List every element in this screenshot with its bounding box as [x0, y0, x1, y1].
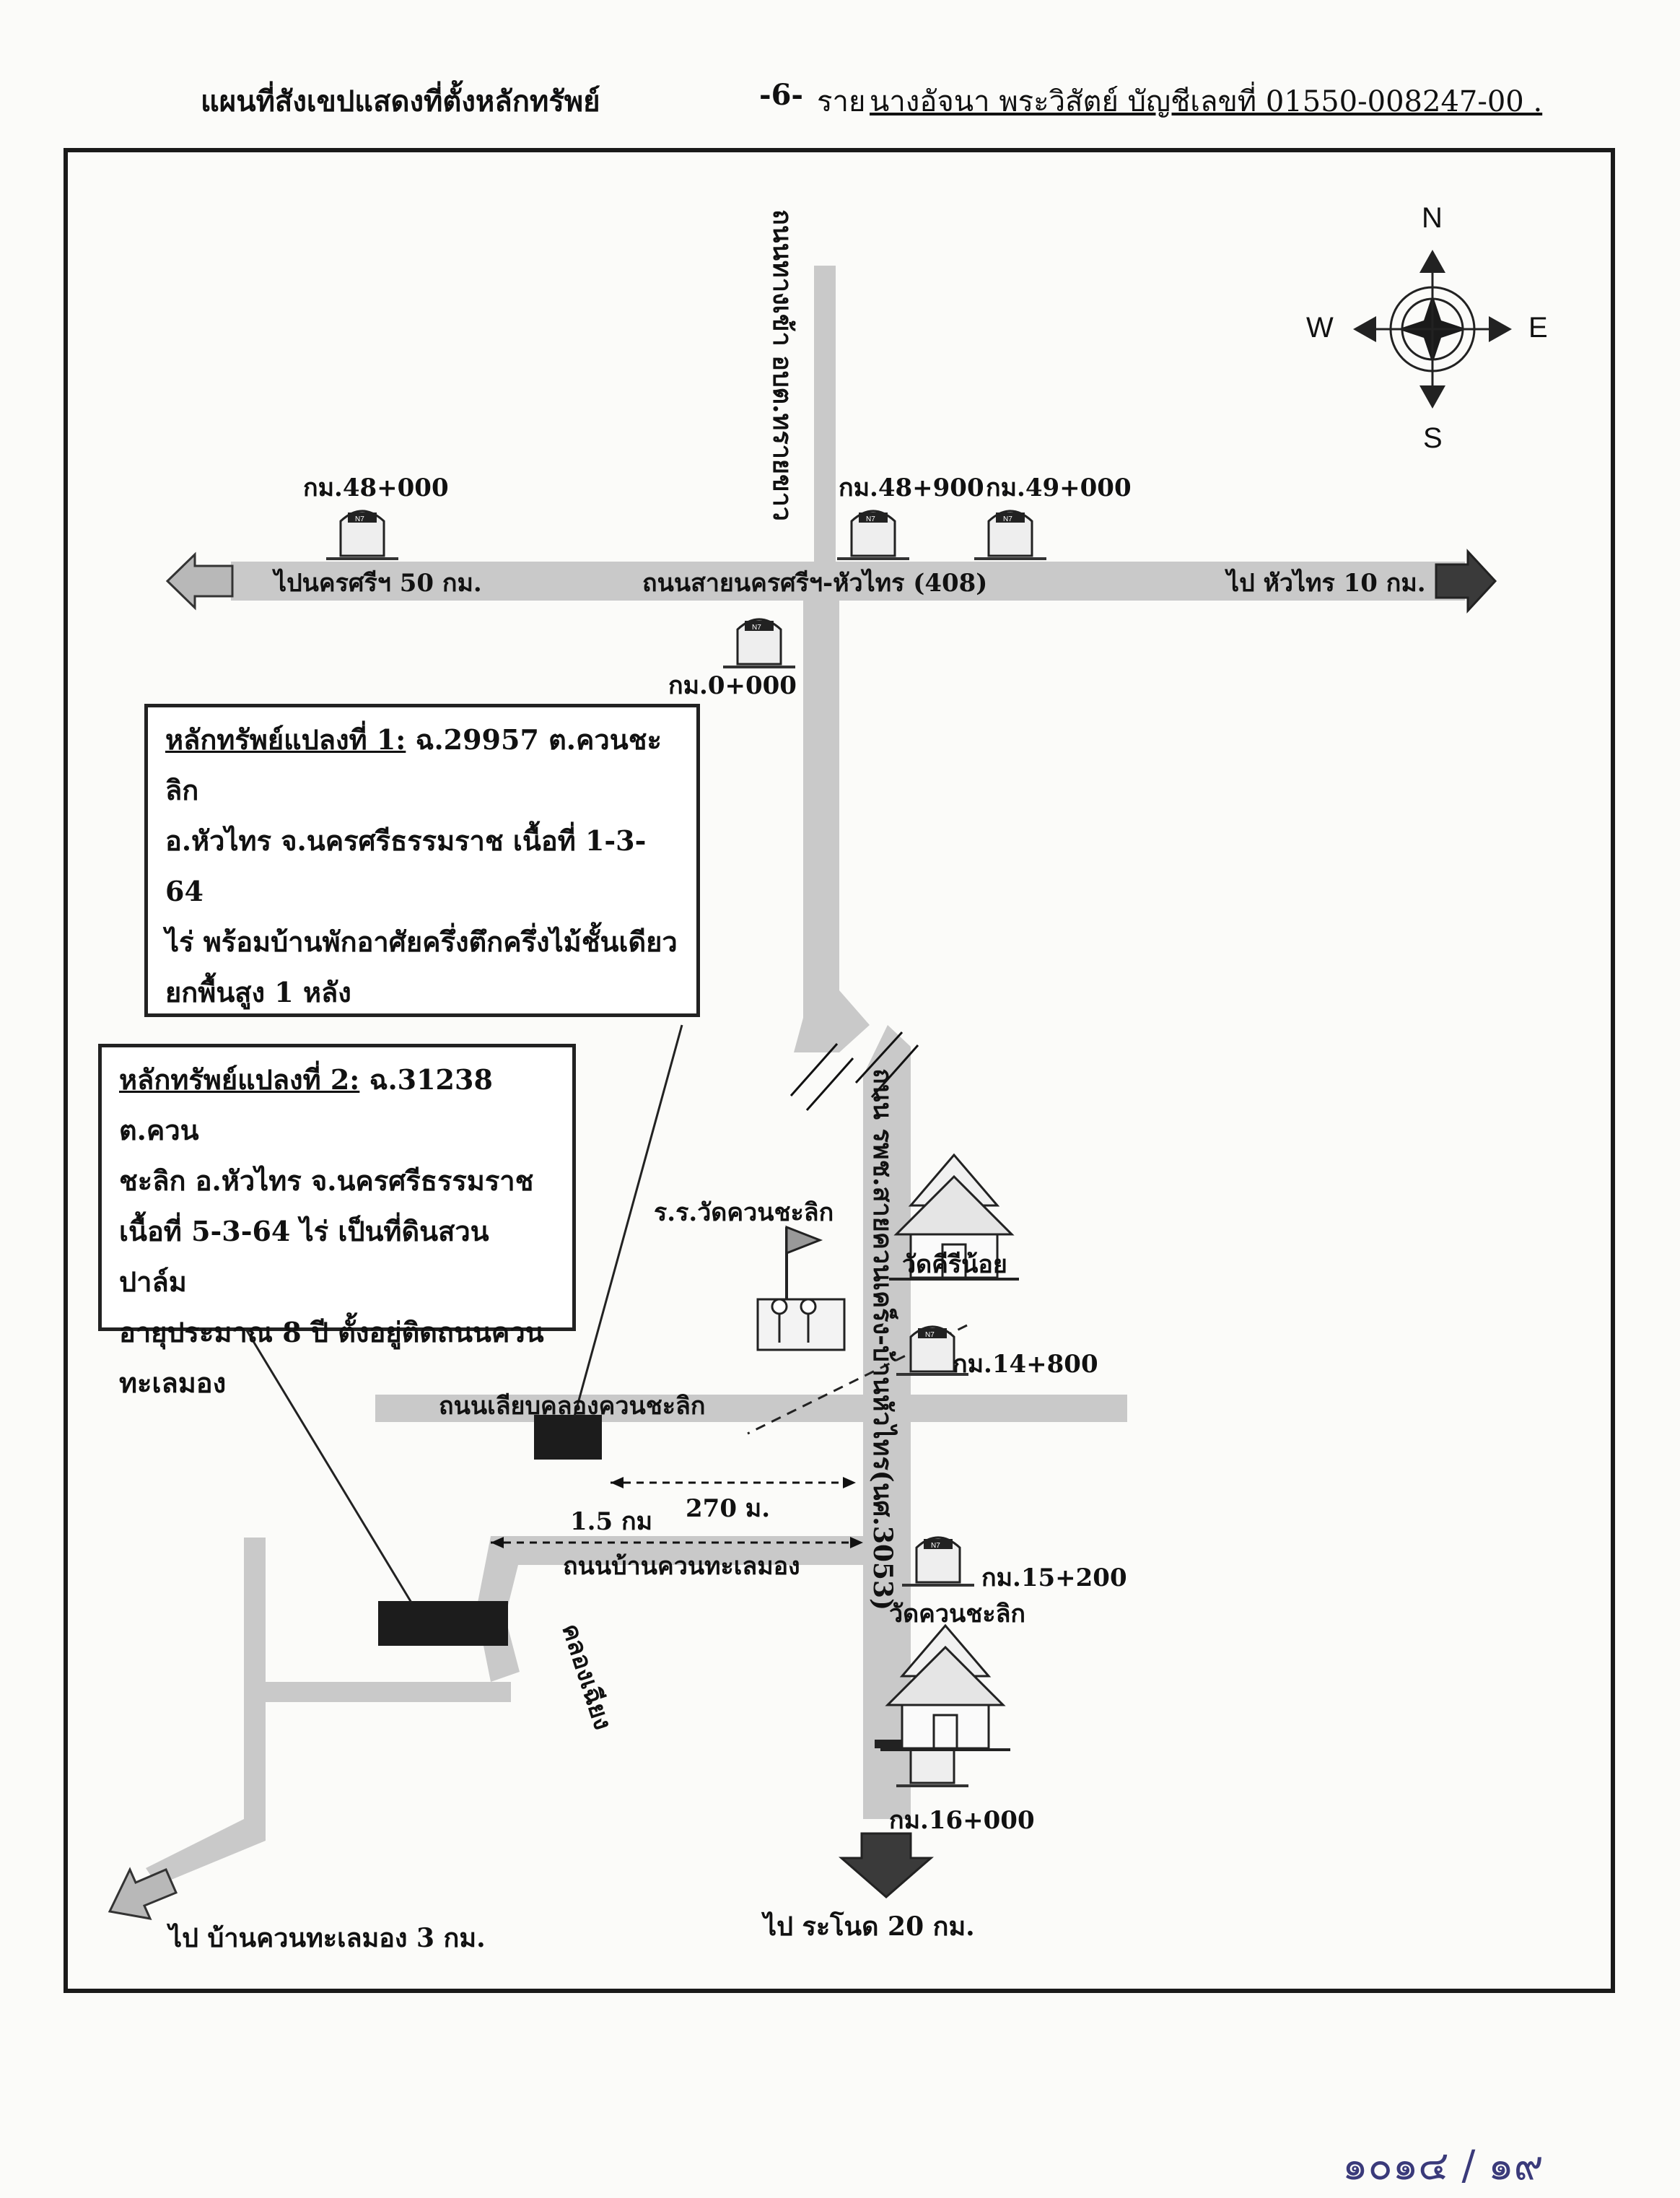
owner-prefix: ราย [817, 85, 866, 118]
km-post: N7 [326, 510, 398, 560]
compass-west: W [1306, 312, 1334, 344]
school-icon [756, 1225, 846, 1351]
direction-east-label: ไป หัวไทร 10 กม. [1227, 569, 1426, 598]
road-west [244, 1538, 266, 1841]
dim-arrow-head [850, 1537, 863, 1548]
arrow-west [165, 551, 234, 611]
main-road-label: ถนนสายนครศรีฯ-หัวไทร (408) [642, 569, 988, 598]
km-post: N7 [837, 510, 909, 560]
road-canal [375, 1395, 1127, 1422]
road-sw-spur [146, 1819, 266, 1885]
road-south-upper [794, 581, 870, 1052]
km-post: N7 [974, 510, 1046, 560]
page-number: -6- [759, 78, 804, 112]
road-network [146, 266, 1465, 1885]
map-title: แผนที่สังเขปแสดงที่ตั้งหลักทรัพย์ [201, 84, 600, 118]
temple-kirinoi-label: วัดคีรีน้อย [902, 1250, 1007, 1279]
parcel-1-line3: ไร่ พร้อมบ้านพักอาศัยครึ่งตึกครึ่งไม้ชั้… [165, 925, 678, 958]
svg-text:N7: N7 [931, 1542, 940, 1550]
road-break-line [805, 1057, 854, 1111]
km-15-200-label: กม.15+200 [981, 1564, 1127, 1592]
km-post: N7 [896, 1325, 968, 1376]
km-0-label: กม.0+000 [668, 671, 797, 700]
compass-east: E [1528, 312, 1548, 344]
km-48-label: กม.48+000 [303, 474, 449, 502]
km-post: N7 [723, 618, 795, 668]
map-frame [64, 148, 1615, 1993]
km-49-label: กม.49+000 [986, 474, 1132, 502]
road-break-line [789, 1043, 839, 1096]
km-48-900-label: กม.48+900 [839, 474, 984, 502]
parcel-2-leader [244, 1327, 413, 1603]
compass-north: N [1422, 202, 1443, 234]
compass-south: S [1423, 422, 1443, 454]
parcel-2-line3: เนื้อที่ 5-3-64 ไร่ เป็นที่ดินสวนปาล์ม [119, 1215, 489, 1298]
parcel-2-line5: ทะเลมอง [119, 1366, 227, 1399]
svg-text:N7: N7 [866, 515, 875, 523]
school-label: ร.ร.วัดควนชะลิก [654, 1198, 834, 1227]
dim-arrow-head [611, 1477, 624, 1488]
parcel-1-leader [573, 1024, 683, 1417]
arrow-east [1435, 549, 1497, 614]
road-north-branch [814, 266, 836, 580]
parcel-1-title: หลักทรัพย์แปลงที่ 1: [165, 723, 406, 756]
distance-270-label: 270 ม. [686, 1494, 771, 1523]
parcel-2-line2: ชะลิก อ.หัวไทร จ.นครศรีธรรมราช [119, 1164, 534, 1197]
direction-west-label: ไปนครศรีฯ 50 กม. [274, 569, 482, 598]
parcel-1-block [534, 1415, 602, 1460]
direction-southwest-label: ไป บ้านควนทะเลมอง 3 กม. [169, 1923, 486, 1953]
road-break-line [870, 1045, 919, 1098]
distance-15-label: 1.5 กม [570, 1507, 652, 1536]
village-road-label: ถนนบ้านควนทะเลมอง [563, 1552, 800, 1581]
road-break-line [854, 1031, 904, 1084]
direction-south-label: ไป ระโนด 20 กม. [764, 1911, 975, 1942]
road-west-link [266, 1682, 511, 1702]
south-road-label: ถนน รพช.สายควนเคร็ง-บ้านหัวไทร(นศ.3053) [867, 1068, 898, 1611]
arrow-south [838, 1832, 935, 1898]
km-16-label: กม.16+000 [889, 1806, 1035, 1835]
parcel-2-line4: อายุประมาณ 8 ปี ตั้งอยู่ติดถนนควน [119, 1316, 544, 1348]
road-main [231, 562, 1465, 601]
dim-arrow-head [491, 1537, 504, 1548]
temple-icon [880, 1623, 1010, 1751]
temple-khuanchalik-label: วัดควนชะลิก [889, 1600, 1026, 1628]
handwritten-note: ๑๐๑๔ / ๑๙ [1342, 2142, 1544, 2189]
owner-account: นางอัจนา พระวิสัตย์ บัญชีเลขที่ 01550-00… [870, 85, 1543, 118]
north-branch-road-label: ถนนทางเข้า อบต.ทรายขาว [767, 209, 797, 521]
parcel-2-infobox: หลักทรัพย์แปลงที่ 2: ฉ.31238 ต.ควน ชะลิก… [98, 1044, 576, 1399]
svg-text:N7: N7 [1003, 515, 1012, 523]
km-post: N7 [902, 1536, 974, 1587]
canal-road-label: ถนนเลียบคลองควนชะลิก [439, 1392, 706, 1421]
parcel-1-line1: ฉ.29957 ต.ควนชะลิก [165, 723, 662, 806]
parcel-1-line4: ยกพื้นสูง 1 หลัง [165, 976, 351, 1008]
svg-text:N7: N7 [355, 515, 364, 523]
svg-text:N7: N7 [752, 624, 761, 632]
temple-icon [889, 1153, 1019, 1281]
parcel-2-line1: ฉ.31238 ต.ควน [119, 1063, 493, 1146]
arrow-southwest [108, 1867, 178, 1920]
parcel-2-title: หลักทรัพย์แปลงที่ 2: [119, 1063, 360, 1096]
parcel-1-infobox: หลักทรัพย์แปลงที่ 1: ฉ.29957 ต.ควนชะลิก … [144, 704, 700, 1017]
compass-rose [1353, 250, 1512, 409]
dim-arrow-head [843, 1477, 856, 1488]
parcel-2-block [378, 1601, 508, 1646]
km-14-800-label: กม.14+800 [953, 1350, 1098, 1379]
parcel-1-line2: อ.หัวไทร จ.นครศรีธรรมราช เนื้อที่ 1-3-64 [165, 824, 647, 907]
svg-text:N7: N7 [925, 1331, 935, 1339]
road-village [476, 1536, 911, 1682]
